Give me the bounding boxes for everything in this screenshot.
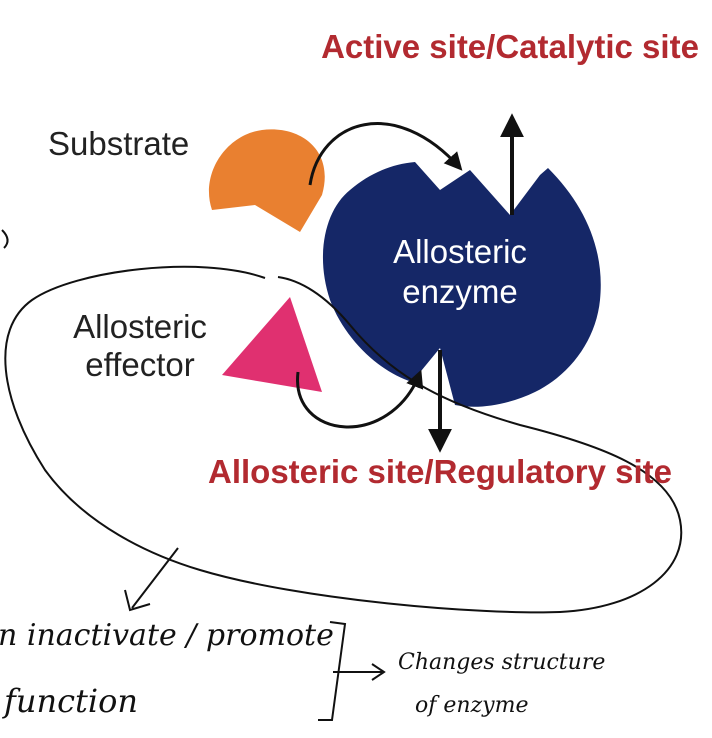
handwriting-line2: function xyxy=(4,682,138,720)
handwriting-note-line1: Changes structure xyxy=(398,650,606,675)
substrate-binding-arrow xyxy=(308,122,463,186)
handdrawn-down-arrow xyxy=(124,547,179,612)
handwriting-line1: n inactivate / promote xyxy=(0,618,334,653)
handdrawn-loop xyxy=(4,265,683,614)
enzyme-label: Allosteric enzyme xyxy=(393,233,527,310)
allosteric-site-label: Allosteric site/Regulatory site xyxy=(208,453,672,490)
handdrawn-tick xyxy=(1,229,9,249)
handdrawn-right-arrow xyxy=(333,663,386,681)
substrate-label: Substrate xyxy=(48,125,190,162)
allosteric-effector-shape xyxy=(222,297,322,392)
substrate-shape xyxy=(208,129,325,232)
active-site-label: Active site/Catalytic site xyxy=(321,28,699,65)
allosteric-enzyme-shape xyxy=(322,162,601,407)
handwriting-note-line2: of enzyme xyxy=(415,693,529,718)
effector-label: Allosteric effector xyxy=(73,308,207,383)
effector-binding-arrow xyxy=(296,369,424,429)
